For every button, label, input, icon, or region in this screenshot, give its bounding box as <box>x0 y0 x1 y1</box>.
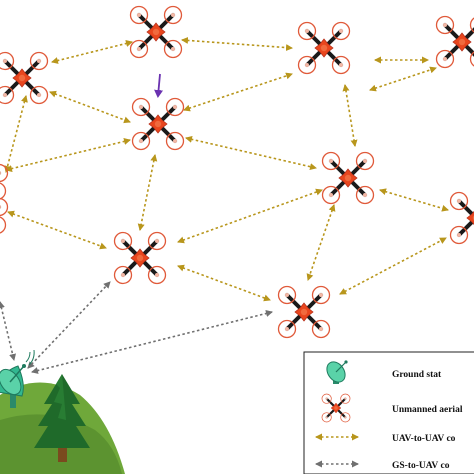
uav-icon <box>320 150 376 206</box>
gs-links <box>0 281 273 374</box>
gs-link <box>27 281 111 369</box>
tree <box>34 374 90 462</box>
uav-nodes <box>0 4 474 340</box>
uav-icon <box>0 50 50 106</box>
gs-link <box>31 310 273 374</box>
uav-icon <box>0 162 10 218</box>
uav-icon <box>296 20 352 76</box>
uav-link <box>49 90 131 124</box>
uav-link <box>51 40 133 64</box>
uav-link <box>342 84 358 147</box>
uav-icon <box>130 96 186 152</box>
gs-link <box>0 301 16 361</box>
uav-link <box>339 237 447 295</box>
uav-link <box>379 188 449 212</box>
uav-link <box>4 95 28 173</box>
legend-label-uav: Unmanned aerial <box>392 405 463 415</box>
uav-link <box>7 210 107 250</box>
uav-icon <box>0 180 8 236</box>
uav-link <box>369 66 437 92</box>
uav-link <box>181 36 293 52</box>
ground-station-icon <box>0 349 35 408</box>
uav-link <box>177 188 323 244</box>
uav-links <box>4 36 449 302</box>
legend: Ground stat Unmanned aerial UAV-to-UAV c… <box>303 351 474 474</box>
uav-icon <box>448 190 474 246</box>
uav-link <box>5 138 131 172</box>
uav-link <box>137 154 158 231</box>
uav-link <box>183 72 293 112</box>
uav-link <box>177 264 271 302</box>
uav-icon <box>434 14 474 70</box>
uav-icon <box>128 4 184 60</box>
uav-link <box>185 135 317 171</box>
legend-label-gs-link: GS-to-UAV co <box>392 461 450 471</box>
uav-icon <box>112 230 168 286</box>
uav-link <box>306 204 336 281</box>
uav-icon <box>276 284 332 340</box>
movement-direction-arrow <box>154 73 164 98</box>
legend-ground-station-icon <box>326 360 348 384</box>
legend-label-uav-link: UAV-to-UAV co <box>392 434 456 444</box>
legend-label-ground-station: Ground stat <box>392 370 442 380</box>
ground-station <box>0 349 125 474</box>
